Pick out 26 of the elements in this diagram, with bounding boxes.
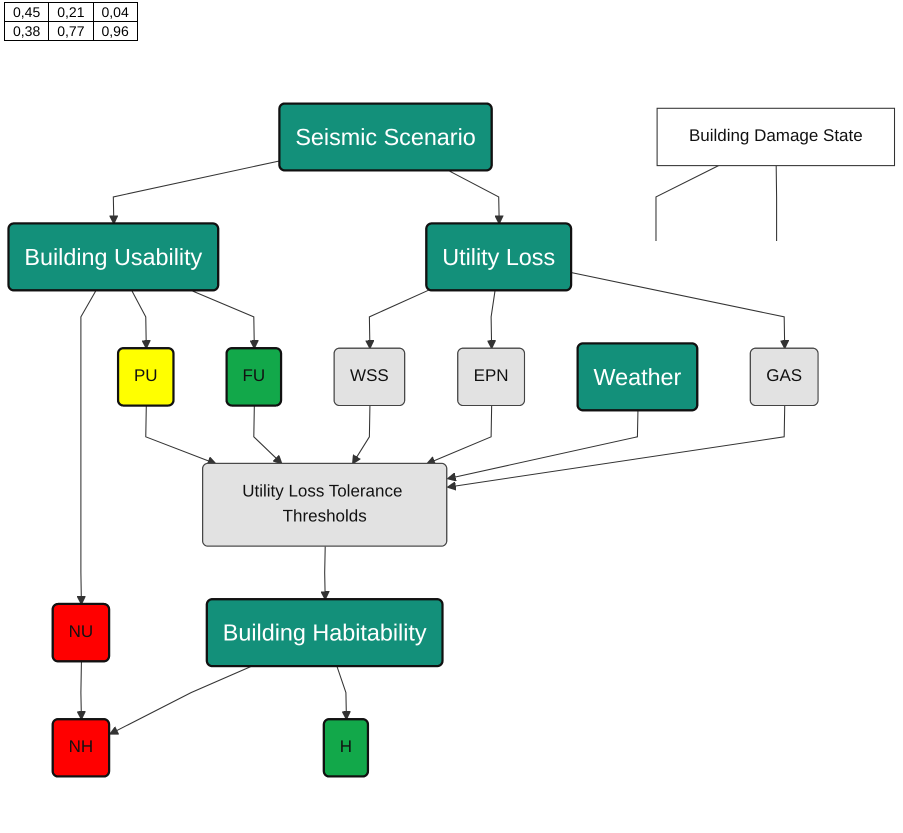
arrow — [446, 410, 638, 482]
arrow — [131, 290, 151, 350]
arrow — [109, 666, 251, 735]
arrow — [336, 666, 351, 720]
arrow — [446, 406, 786, 491]
table-cell: 0,04 — [93, 2, 138, 22]
arrow — [192, 290, 259, 350]
arrow — [76, 662, 86, 720]
arrow — [448, 170, 504, 224]
arrow — [320, 546, 330, 600]
table-cell: 0,21 — [48, 2, 93, 22]
table-cell: 0,38 — [4, 22, 49, 40]
arrow — [572, 272, 790, 350]
node-box: Building Damage State — [656, 108, 896, 166]
arrow — [253, 406, 282, 464]
arrow — [365, 289, 430, 350]
arrow — [76, 290, 96, 605]
connector — [655, 165, 719, 241]
table-cell: 0,45 — [4, 2, 49, 22]
connector — [776, 166, 778, 241]
arrow — [109, 160, 280, 224]
arrow — [426, 406, 492, 465]
table-cell: 0,77 — [48, 22, 93, 40]
arrow — [486, 290, 496, 350]
table-cell: 0,96 — [93, 22, 138, 40]
arrow — [352, 406, 370, 464]
